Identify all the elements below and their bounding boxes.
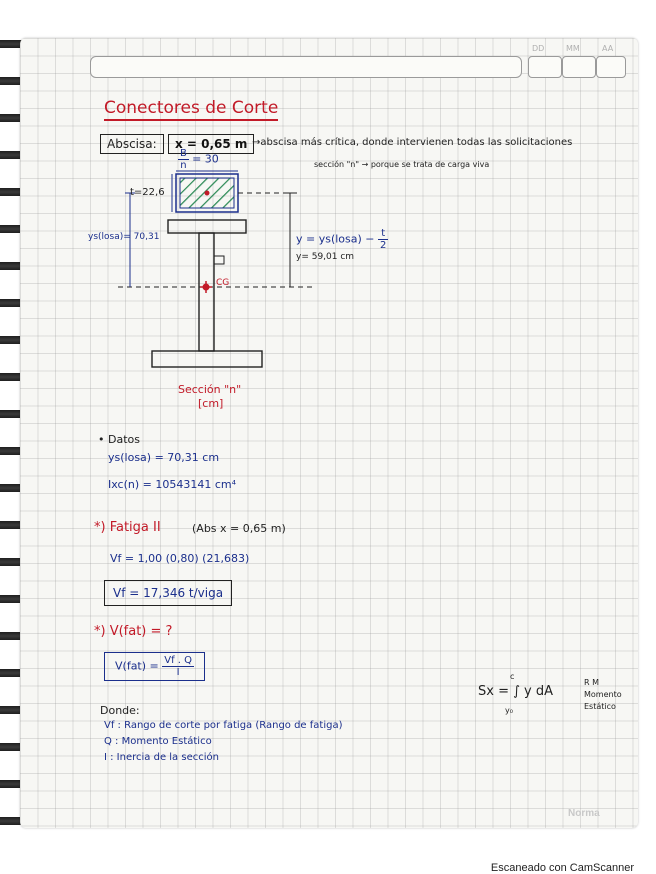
y-value: y= 59,01 cm: [296, 252, 355, 262]
donde-item-vf: Vf : Rango de corte por fatiga (Rango de…: [104, 720, 343, 731]
top-flange: [167, 219, 247, 234]
integral-note-rm: R M: [584, 678, 600, 687]
cg-label: CG: [216, 278, 230, 288]
vf-equation: Vf = 1,00 (0,80) (21,683): [110, 552, 250, 565]
datos-heading: • Datos: [98, 433, 140, 446]
notebook-brand: Norma: [568, 808, 600, 819]
fatiga-heading: *) Fatiga II: [94, 520, 161, 535]
abscisa-note: →abscisa más crítica, donde intervienen …: [252, 137, 573, 148]
fatiga-heading-detail: (Abs x = 0,65 m): [192, 522, 286, 535]
datos-ys-losa: ys(losa) = 70,31 cm: [108, 451, 220, 464]
date-box-mm: [562, 56, 596, 78]
date-box-aa: [596, 56, 626, 78]
date-label-dd: DD: [532, 44, 545, 53]
integral-upper: c: [510, 672, 515, 681]
section-note: sección "n" → porque se trata de carga v…: [314, 160, 490, 169]
vfat-heading: *) V(fat) = ?: [94, 624, 173, 639]
scanner-footer: Escaneado con CamScanner: [490, 862, 634, 874]
abscisa-label: Abscisa:: [100, 134, 164, 154]
stiffener: [213, 255, 225, 265]
header-bar: [90, 56, 522, 78]
figure-units: [cm]: [198, 397, 224, 410]
integral-note-estatico: Estático: [584, 702, 616, 711]
integral-lower: y₀: [505, 706, 513, 715]
bottom-flange: [151, 350, 263, 368]
slab-hatch: [179, 177, 235, 209]
notebook-page: [20, 38, 638, 828]
ys-losa-label: ys(losa)= 70,31: [88, 232, 160, 242]
t-label: t=22,6: [130, 187, 165, 198]
integral-equation: Sx = ∫ y dA: [478, 684, 553, 699]
date-box-dd: [528, 56, 562, 78]
donde-heading: Donde:: [100, 704, 140, 717]
donde-item-i: I : Inercia de la sección: [104, 752, 219, 763]
vf-result-box: Vf = 17,346 t/viga: [104, 580, 233, 606]
integral-note-momento: Momento: [584, 690, 622, 699]
slab-centroid-marker: [204, 190, 210, 196]
figure-caption: Sección "n": [178, 383, 242, 396]
datos-ixc: Ixc(n) = 10543141 cm⁴: [108, 478, 237, 491]
page-title: Conectores de Corte: [104, 98, 279, 121]
date-label-aa: AA: [602, 44, 614, 53]
donde-item-q: Q : Momento Estático: [104, 736, 212, 747]
abscisa-value: x = 0,65 m: [168, 134, 255, 154]
date-label-mm: MM: [566, 44, 580, 53]
